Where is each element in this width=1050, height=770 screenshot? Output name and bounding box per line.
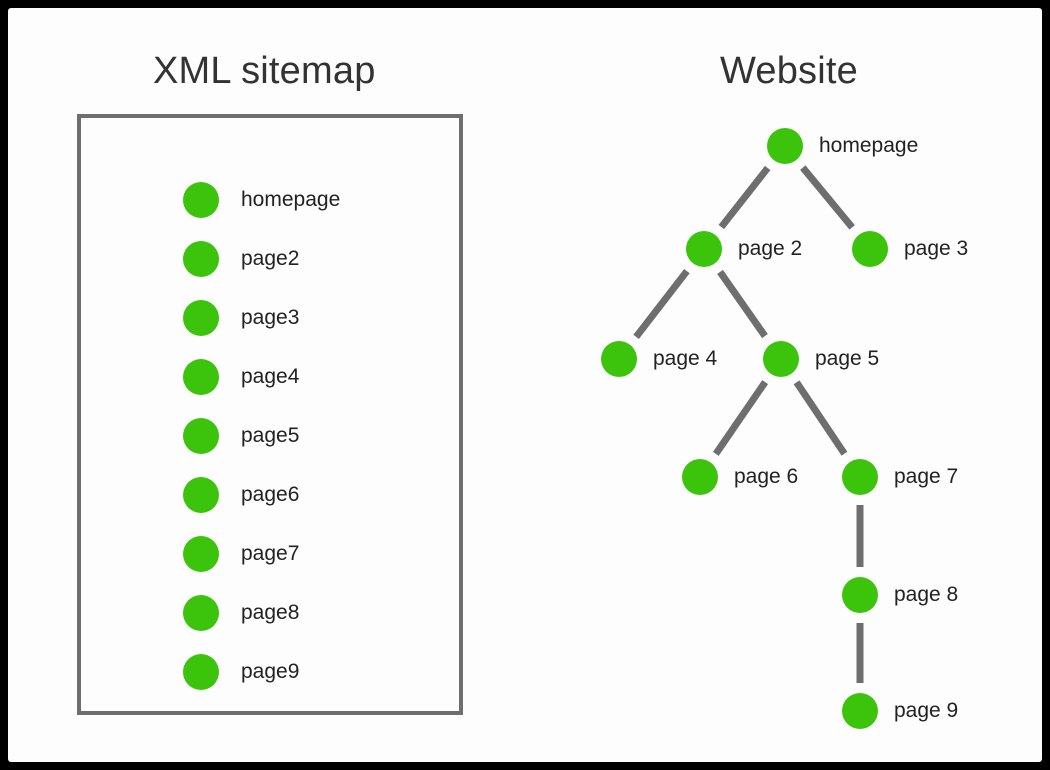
page-node-icon xyxy=(183,477,219,513)
page-node-icon xyxy=(682,459,718,495)
sitemap-box: homepage page2 page3 page4 page5 page6 page7 pa… xyxy=(77,114,463,715)
website-panel-title: Website xyxy=(720,50,858,92)
tree-node-label: page 2 xyxy=(738,237,803,260)
tree-node[interactable]: page 8 xyxy=(842,577,958,613)
list-item-label: page9 xyxy=(241,660,300,683)
list-item-label: page4 xyxy=(241,365,300,388)
tree-node-label: page 5 xyxy=(815,347,880,370)
tree-edge xyxy=(793,380,848,456)
page-node-icon xyxy=(183,595,219,631)
list-item-label: page8 xyxy=(241,601,300,624)
list-item-label: homepage xyxy=(241,188,341,211)
tree-node-label: page 3 xyxy=(904,237,969,260)
list-item-label: page7 xyxy=(241,542,300,565)
list-item[interactable]: page4 xyxy=(183,357,299,397)
tree-node[interactable]: page 6 xyxy=(682,459,798,495)
tree-node-label: page 4 xyxy=(653,347,718,370)
tree-node[interactable]: page 5 xyxy=(763,341,879,377)
tree-node-label: page 8 xyxy=(894,583,959,606)
list-item[interactable]: page9 xyxy=(183,652,299,692)
tree-node[interactable]: page 2 xyxy=(686,231,802,267)
tree-node[interactable]: page 7 xyxy=(842,459,958,495)
page-node-icon xyxy=(842,577,878,613)
page-node-icon xyxy=(842,693,878,729)
tree-node[interactable]: homepage xyxy=(767,128,918,164)
page-node-icon xyxy=(183,182,219,218)
tree-node[interactable]: page 9 xyxy=(842,693,958,729)
page-node-icon xyxy=(183,300,219,336)
tree-node-label: page 9 xyxy=(894,699,959,722)
list-item[interactable]: page3 xyxy=(183,298,299,338)
list-item[interactable]: page6 xyxy=(183,475,299,515)
page-node-icon xyxy=(183,654,219,690)
tree-node[interactable]: page 4 xyxy=(601,341,717,377)
list-item-label: page3 xyxy=(241,306,300,329)
page-node-icon xyxy=(183,359,219,395)
page-node-icon xyxy=(183,536,219,572)
tree-node[interactable]: page 3 xyxy=(852,231,968,267)
list-item-label: page2 xyxy=(241,247,300,270)
page-node-icon xyxy=(686,231,722,267)
page-node-icon xyxy=(601,341,637,377)
list-item-label: page5 xyxy=(241,424,300,447)
tree-node-label: page 6 xyxy=(734,465,799,488)
list-item[interactable]: page2 xyxy=(183,239,299,279)
page-node-icon xyxy=(183,418,219,454)
list-item[interactable]: page8 xyxy=(183,593,299,633)
page-node-icon xyxy=(763,341,799,377)
tree-node-label: page 7 xyxy=(894,465,959,488)
sitemap-list: homepage page2 page3 page4 page5 page6 page7 pa… xyxy=(81,118,459,711)
page-node-icon xyxy=(183,241,219,277)
tree-edge xyxy=(717,269,768,339)
tree-edge xyxy=(800,165,855,230)
diagram-surface: XML sitemap homepage page2 page3 page4 page5… xyxy=(8,8,1042,762)
list-item[interactable]: page7 xyxy=(183,534,299,574)
sitemap-panel-title: XML sitemap xyxy=(153,50,376,92)
page-node-icon xyxy=(852,231,888,267)
list-item-label: page6 xyxy=(241,483,300,506)
list-item[interactable]: homepage xyxy=(183,180,340,220)
list-item[interactable]: page5 xyxy=(183,416,299,456)
tree-edge xyxy=(718,165,771,230)
tree-edge xyxy=(712,380,769,456)
page-node-icon xyxy=(842,459,878,495)
tree-node-label: homepage xyxy=(819,134,919,157)
page-node-icon xyxy=(767,128,803,164)
tree-edge xyxy=(633,269,690,339)
